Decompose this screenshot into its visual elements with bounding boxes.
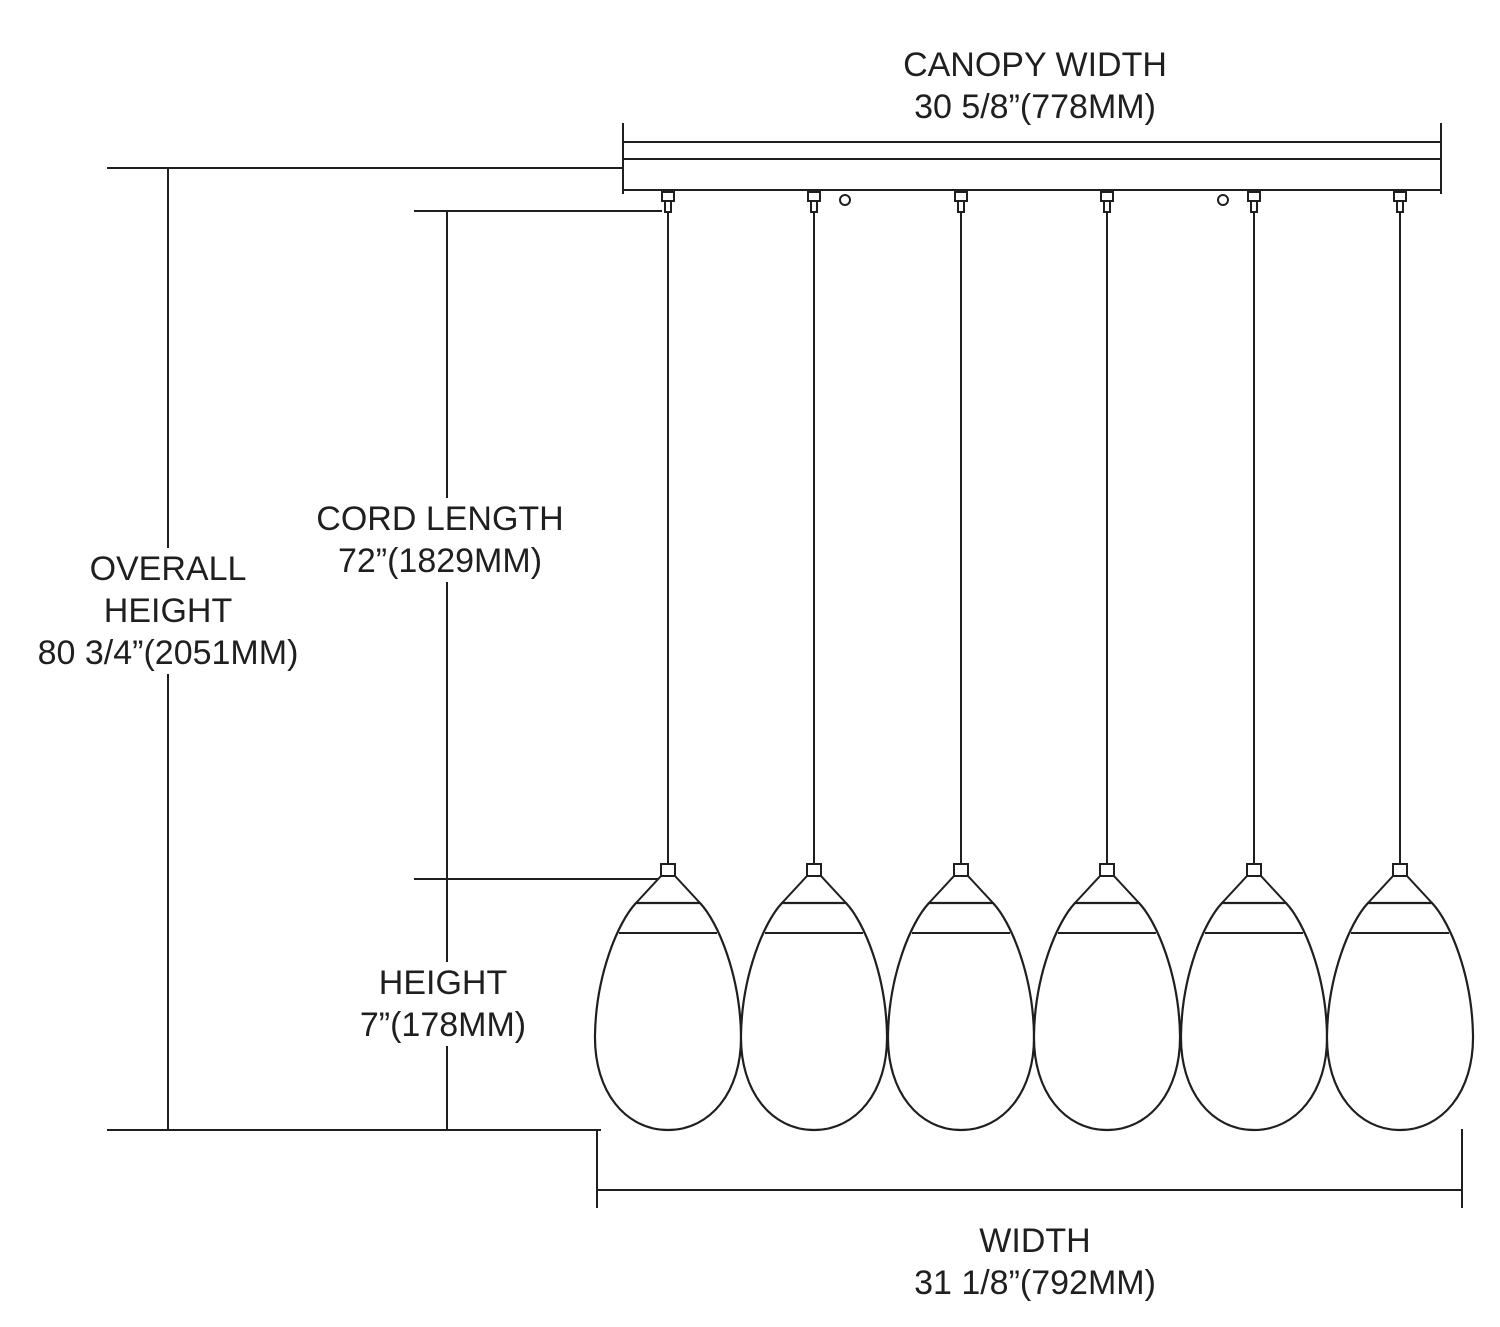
pendant-2 — [739, 190, 889, 1132]
shade-height-title: HEIGHT — [378, 964, 508, 1002]
cord-length-label: CORD LENGTH 72”(1829MM) — [275, 498, 605, 582]
canopy-bar — [622, 158, 1442, 191]
cord-length-value: 72”(1829MM) — [337, 542, 543, 580]
width-label: WIDTH 31 1/8”(792MM) — [805, 1220, 1265, 1304]
pendant-5 — [1179, 190, 1329, 1132]
canopy-width-value: 30 5/8”(778MM) — [914, 88, 1156, 126]
pendant-1 — [593, 190, 743, 1132]
width-title: WIDTH — [979, 1222, 1091, 1260]
overall-height-title-line1: OVERALL — [89, 550, 247, 588]
overall-height-label: OVERALL HEIGHT 80 3/4”(2051MM) — [12, 548, 324, 674]
canopy-mount-hole-right — [1217, 194, 1229, 206]
overall-height-value: 80 3/4”(2051MM) — [37, 634, 299, 672]
shade-height-label: HEIGHT 7”(178MM) — [293, 962, 593, 1046]
pendant-6 — [1325, 190, 1475, 1132]
canopy-mount-hole-left — [839, 194, 851, 206]
canopy-width-label: CANOPY WIDTH 30 5/8”(778MM) — [785, 44, 1285, 128]
canopy-width-title: CANOPY WIDTH — [903, 46, 1167, 84]
width-value: 31 1/8”(792MM) — [914, 1264, 1156, 1302]
overall-height-title-line2: HEIGHT — [103, 592, 233, 630]
pendant-3 — [886, 190, 1036, 1132]
shade-height-value: 7”(178MM) — [359, 1006, 527, 1044]
pendant-4 — [1032, 190, 1182, 1132]
cord-length-title: CORD LENGTH — [316, 500, 564, 538]
